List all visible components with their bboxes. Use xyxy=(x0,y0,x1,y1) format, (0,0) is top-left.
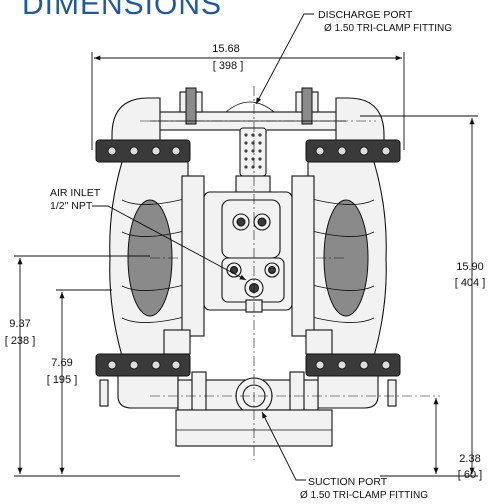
discharge-port-label: DISCHARGE PORT xyxy=(318,9,413,21)
discharge-manifold xyxy=(111,87,385,141)
left-chamber xyxy=(109,161,205,357)
discharge-height-in: 7.69 xyxy=(51,357,72,369)
discharge-height-mm: [ 195 ] xyxy=(47,374,78,386)
discharge-center-height-dimension: 7.69 [ 195 ] xyxy=(47,289,112,474)
center-section xyxy=(203,191,293,313)
overall-width-mm: [ 398 ] xyxy=(213,60,244,72)
pump-assembly xyxy=(95,86,440,460)
air-inlet-height-mm: [ 238 ] xyxy=(5,335,36,347)
overall-height-dimension: 15.90 [ 404 ] xyxy=(360,115,486,477)
suction-height-mm: [ 60 ] xyxy=(458,469,482,481)
discharge-port-callout: DISCHARGE PORT Ø 1.50 TRI-CLAMP FITTING xyxy=(255,9,452,105)
suction-fitting-label: Ø 1.50 TRI-CLAMP FITTING xyxy=(300,490,428,501)
air-inlet-size-label: 1/2" NPT xyxy=(50,200,93,212)
muffler xyxy=(235,127,271,193)
overall-width-dimension: 15.68 [ 398 ] xyxy=(91,43,405,150)
air-inlet-label: AIR INLET xyxy=(50,187,101,199)
suction-port-label: SUCTION PORT xyxy=(308,476,388,488)
air-inlet-callout: AIR INLET 1/2" NPT xyxy=(50,187,247,281)
right-chamber xyxy=(291,161,387,357)
suction-height-in: 2.38 xyxy=(459,453,480,465)
discharge-fitting-label: Ø 1.50 TRI-CLAMP FITTING xyxy=(324,23,452,34)
suction-port-callout: SUCTION PORT Ø 1.50 TRI-CLAMP FITTING xyxy=(261,411,428,501)
suction-manifold xyxy=(99,371,397,447)
suction-height-dimension: 2.38 [ 60 ] xyxy=(433,398,482,481)
overall-height-mm: [ 404 ] xyxy=(455,277,486,289)
page-title: DIMENSIONS xyxy=(22,0,222,21)
overall-height-in: 15.90 xyxy=(456,261,484,273)
air-inlet-height-dimension: 9.37 [ 238 ] xyxy=(5,255,150,474)
overall-width-in: 15.68 xyxy=(212,43,240,55)
air-inlet-height-in: 9.37 xyxy=(9,318,30,330)
